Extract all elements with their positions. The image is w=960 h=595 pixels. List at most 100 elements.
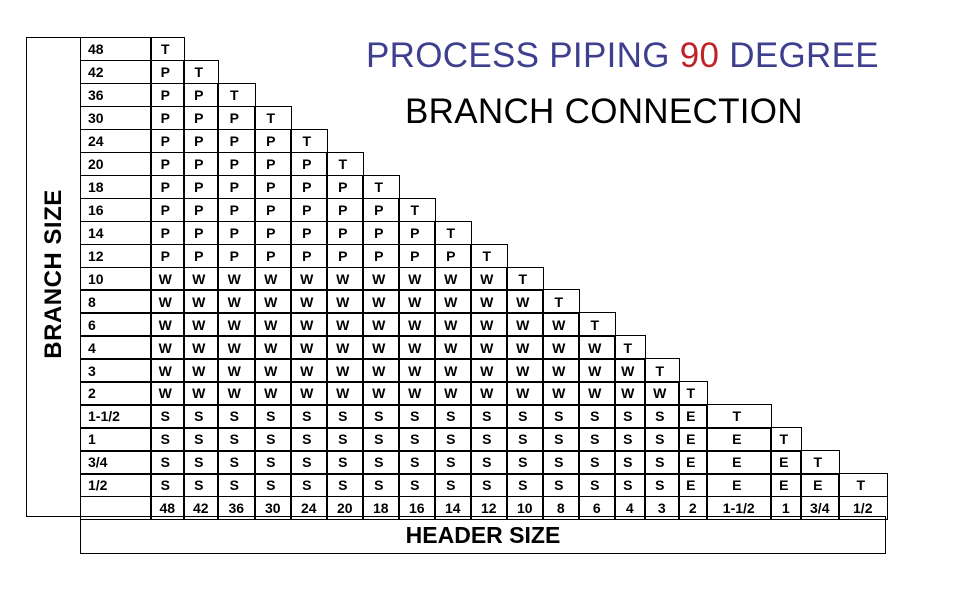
connection-code-cell: W bbox=[290, 312, 328, 337]
connection-code-cell: T bbox=[254, 105, 292, 131]
connection-code-cell: S bbox=[506, 404, 544, 429]
connection-code-cell: S bbox=[254, 473, 292, 498]
connection-code-cell: S bbox=[398, 450, 436, 475]
connection-code-cell: T bbox=[506, 266, 544, 291]
branch-size-label: 24 bbox=[80, 128, 152, 154]
connection-code-cell: S bbox=[542, 450, 580, 475]
connection-code-cell: W bbox=[506, 381, 544, 406]
connection-code-cell: P bbox=[290, 243, 328, 268]
connection-code-cell: S bbox=[290, 427, 328, 452]
connection-code-cell: W bbox=[578, 335, 616, 360]
connection-code-cell: P bbox=[362, 197, 400, 223]
connection-code-cell: T bbox=[542, 289, 580, 314]
connection-code-cell: S bbox=[506, 473, 544, 498]
connection-code-cell: P bbox=[217, 220, 256, 246]
connection-code-cell: W bbox=[326, 381, 364, 406]
connection-code-cell: W bbox=[434, 266, 472, 291]
connection-code-cell: P bbox=[217, 128, 256, 154]
connection-code-cell: W bbox=[362, 358, 400, 383]
connection-code-cell: S bbox=[290, 473, 328, 498]
header-size-label: 48 bbox=[150, 496, 185, 521]
connection-code-cell: W bbox=[150, 358, 185, 383]
connection-code-cell: W bbox=[470, 289, 508, 314]
connection-code-cell: W bbox=[290, 289, 328, 314]
branch-size-label: 1-1/2 bbox=[80, 404, 152, 429]
connection-code-cell: S bbox=[542, 404, 580, 429]
connection-code-cell: P bbox=[217, 197, 256, 223]
connection-code-cell: S bbox=[578, 404, 616, 429]
connection-code-cell: E bbox=[800, 473, 840, 498]
connection-code-cell: P bbox=[150, 220, 185, 246]
connection-code-cell: S bbox=[578, 427, 616, 452]
connection-code-cell: T bbox=[183, 59, 219, 85]
connection-code-cell: P bbox=[398, 220, 436, 246]
connection-code-cell: P bbox=[183, 82, 219, 108]
connection-code-cell: P bbox=[150, 128, 185, 154]
connection-code-cell: P bbox=[150, 59, 185, 85]
branch-size-label: 20 bbox=[80, 151, 152, 177]
connection-code-cell: P bbox=[254, 151, 292, 177]
connection-code-cell: S bbox=[434, 473, 472, 498]
connection-code-cell: S bbox=[542, 473, 580, 498]
connection-code-cell: P bbox=[326, 220, 364, 246]
connection-code-cell: W bbox=[362, 335, 400, 360]
connection-code-cell: W bbox=[470, 335, 508, 360]
header-size-label: 2 bbox=[678, 496, 708, 521]
title-part-2: DEGREE bbox=[719, 36, 879, 75]
branch-size-label: 3 bbox=[80, 358, 152, 383]
connection-code-cell: W bbox=[254, 266, 292, 291]
connection-code-cell: W bbox=[578, 358, 616, 383]
connection-code-cell: S bbox=[542, 427, 580, 452]
connection-code-cell: W bbox=[290, 381, 328, 406]
connection-code-cell: W bbox=[362, 312, 400, 337]
connection-code-cell: P bbox=[326, 243, 364, 268]
connection-code-cell: P bbox=[326, 174, 364, 200]
branch-size-label: 3/4 bbox=[80, 450, 152, 475]
connection-code-cell: P bbox=[150, 151, 185, 177]
connection-code-cell: E bbox=[678, 473, 708, 498]
connection-code-cell: W bbox=[217, 266, 256, 291]
connection-code-cell: S bbox=[362, 404, 400, 429]
connection-code-cell: S bbox=[614, 404, 646, 429]
connection-code-cell: W bbox=[217, 358, 256, 383]
connection-code-cell: P bbox=[183, 151, 219, 177]
branch-size-label: 10 bbox=[80, 266, 152, 291]
connection-code-cell: S bbox=[150, 427, 185, 452]
header-size-label: 18 bbox=[362, 496, 400, 521]
connection-code-cell: S bbox=[644, 404, 680, 429]
branch-size-label: 30 bbox=[80, 105, 152, 131]
connection-code-cell: E bbox=[770, 473, 802, 498]
header-size-label: 10 bbox=[506, 496, 544, 521]
connection-code-cell: S bbox=[398, 404, 436, 429]
connection-code-cell: W bbox=[362, 266, 400, 291]
connection-code-cell: P bbox=[290, 220, 328, 246]
connection-code-cell: S bbox=[254, 450, 292, 475]
connection-code-cell: W bbox=[150, 381, 185, 406]
connection-code-cell: W bbox=[183, 312, 219, 337]
connection-code-cell: W bbox=[183, 289, 219, 314]
connection-code-cell: P bbox=[362, 243, 400, 268]
chart-title-line-2: BRANCH CONNECTION bbox=[405, 92, 803, 131]
header-label-corner bbox=[80, 496, 152, 521]
connection-code-cell: T bbox=[644, 358, 680, 383]
connection-code-cell: P bbox=[217, 151, 256, 177]
title-part-1: PROCESS PIPING bbox=[366, 36, 680, 75]
connection-code-cell: S bbox=[470, 404, 508, 429]
connection-code-cell: W bbox=[183, 266, 219, 291]
chart-title-line-1: PROCESS PIPING 90 DEGREE bbox=[366, 36, 879, 76]
connection-code-cell: W bbox=[254, 358, 292, 383]
connection-code-cell: P bbox=[217, 243, 256, 268]
connection-code-cell: S bbox=[362, 427, 400, 452]
connection-code-cell: W bbox=[398, 358, 436, 383]
branch-size-label: 1 bbox=[80, 427, 152, 452]
connection-code-cell: P bbox=[150, 174, 185, 200]
connection-code-cell: P bbox=[290, 174, 328, 200]
connection-code-cell: P bbox=[398, 243, 436, 268]
connection-code-cell: S bbox=[150, 450, 185, 475]
connection-code-cell: W bbox=[326, 312, 364, 337]
header-size-label: 1/2 bbox=[838, 496, 888, 521]
connection-code-cell: W bbox=[254, 381, 292, 406]
connection-code-cell: W bbox=[644, 381, 680, 406]
connection-code-cell: W bbox=[183, 381, 219, 406]
connection-code-cell: W bbox=[398, 381, 436, 406]
